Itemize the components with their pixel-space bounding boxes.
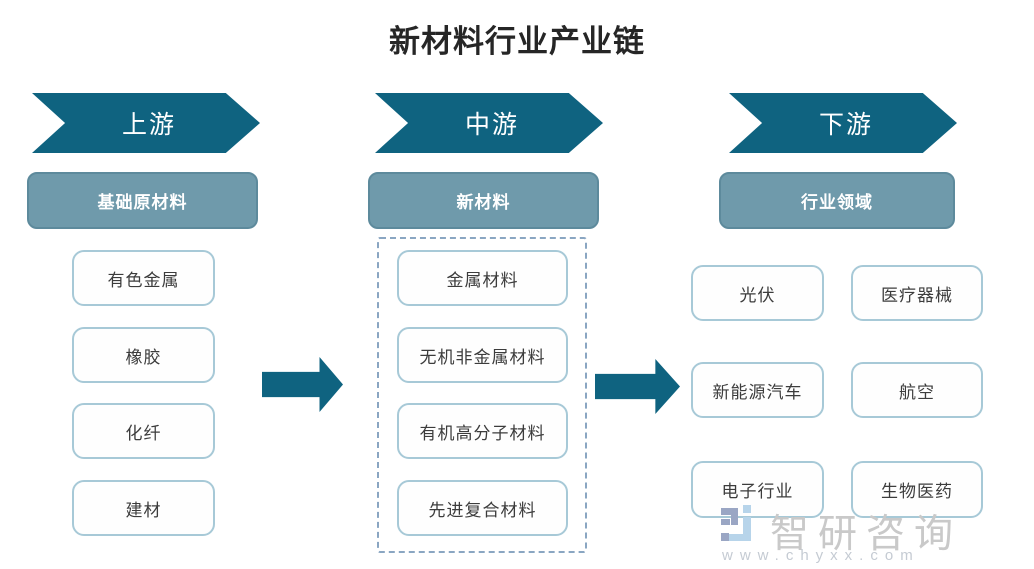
item-box-upstream: 建材	[72, 480, 215, 536]
item-box-midstream: 有机高分子材料	[397, 403, 568, 459]
stage-banner-midstream: 中游	[375, 93, 603, 153]
flow-arrow-icon	[595, 359, 680, 414]
item-box-midstream: 无机非金属材料	[397, 327, 568, 383]
category-box-downstream: 行业领域	[719, 172, 955, 229]
item-box-downstream: 光伏	[691, 265, 824, 321]
item-box-midstream: 金属材料	[397, 250, 568, 306]
stage-banner-upstream: 上游	[32, 93, 260, 153]
flow-arrow-icon	[262, 357, 343, 412]
stage-banner-midstream-label: 中游	[464, 111, 519, 139]
stage-banner-downstream: 下游	[729, 93, 957, 153]
item-box-upstream: 橡胶	[72, 327, 215, 383]
stage-banner-downstream-label: 下游	[818, 111, 873, 139]
item-box-downstream: 电子行业	[691, 461, 824, 518]
item-box-downstream: 新能源汽车	[691, 362, 824, 418]
midstream-dashed-frame	[377, 237, 587, 553]
watermark-brand-text: 智研咨询	[770, 513, 963, 556]
item-box-upstream: 有色金属	[72, 250, 215, 306]
page-title: 新材料行业产业链	[389, 24, 645, 59]
category-box-midstream: 新材料	[368, 172, 599, 229]
item-box-downstream: 航空	[851, 362, 983, 418]
item-box-downstream: 医疗器械	[851, 265, 983, 321]
item-box-downstream: 生物医药	[851, 461, 983, 518]
category-box-upstream: 基础原材料	[27, 172, 258, 229]
watermark-url-text: www.chyxx.com	[722, 547, 920, 564]
zhiyan-logo-icon	[721, 505, 751, 541]
stage-banner-upstream-label: 上游	[121, 111, 176, 139]
item-box-midstream: 先进复合材料	[397, 480, 568, 536]
item-box-upstream: 化纤	[72, 403, 215, 459]
